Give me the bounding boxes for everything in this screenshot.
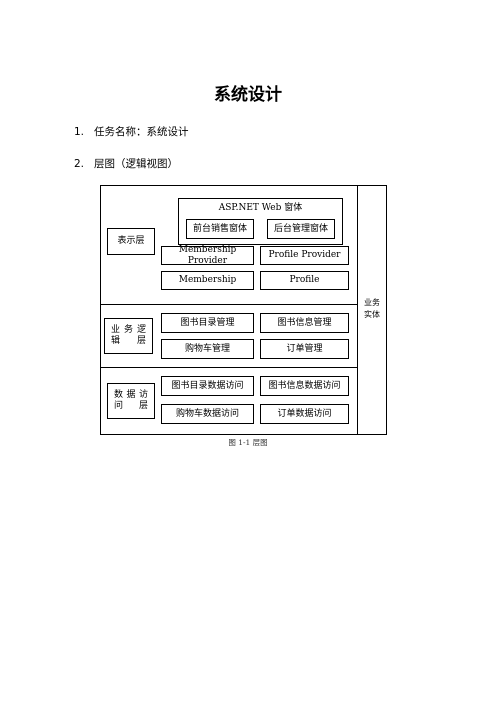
business-entity-label: 业务实体 bbox=[364, 298, 380, 319]
profile: Profile bbox=[260, 271, 349, 290]
layer-separator bbox=[100, 367, 358, 368]
list-number: 2. bbox=[74, 158, 85, 170]
cart-data-access: 购物车数据访问 bbox=[161, 404, 254, 424]
list-item-task-name: 1. 任务名称：系统设计 bbox=[74, 124, 189, 139]
frontend-sales-form: 前台销售窗体 bbox=[186, 219, 254, 239]
book-catalog-data-access: 图书目录数据访问 bbox=[161, 376, 254, 396]
book-catalog-management: 图书目录管理 bbox=[161, 313, 254, 333]
order-management: 订单管理 bbox=[260, 339, 349, 359]
list-number: 1. bbox=[74, 126, 85, 138]
business-layer-label: 业 务 逻辑层 bbox=[104, 318, 153, 354]
web-forms-title: ASP.NET Web 窗体 bbox=[218, 202, 303, 213]
figure-caption: 图 1-1 层图 bbox=[228, 438, 268, 447]
document-title: 系统设计 bbox=[214, 85, 282, 105]
membership-provider: Membership Provider bbox=[161, 245, 254, 266]
order-data-access: 订单数据访问 bbox=[260, 404, 349, 424]
presentation-layer-label: 表示层 bbox=[107, 228, 155, 255]
membership: Membership bbox=[161, 271, 254, 290]
profile-provider: Profile Provider bbox=[260, 246, 349, 265]
layer-separator bbox=[100, 304, 358, 305]
list-text: 任务名称：系统设计 bbox=[94, 126, 189, 138]
entity-column-divider bbox=[357, 185, 358, 435]
list-text: 层图（逻辑视图） bbox=[94, 158, 178, 170]
book-info-data-access: 图书信息数据访问 bbox=[260, 376, 349, 396]
backend-admin-form: 后台管理窗体 bbox=[267, 219, 335, 239]
cart-management: 购物车管理 bbox=[161, 339, 254, 359]
data-access-layer-label: 数 据 访问层 bbox=[107, 383, 155, 419]
list-item-layer-diagram: 2. 层图（逻辑视图） bbox=[74, 156, 178, 171]
book-info-management: 图书信息管理 bbox=[260, 313, 349, 333]
